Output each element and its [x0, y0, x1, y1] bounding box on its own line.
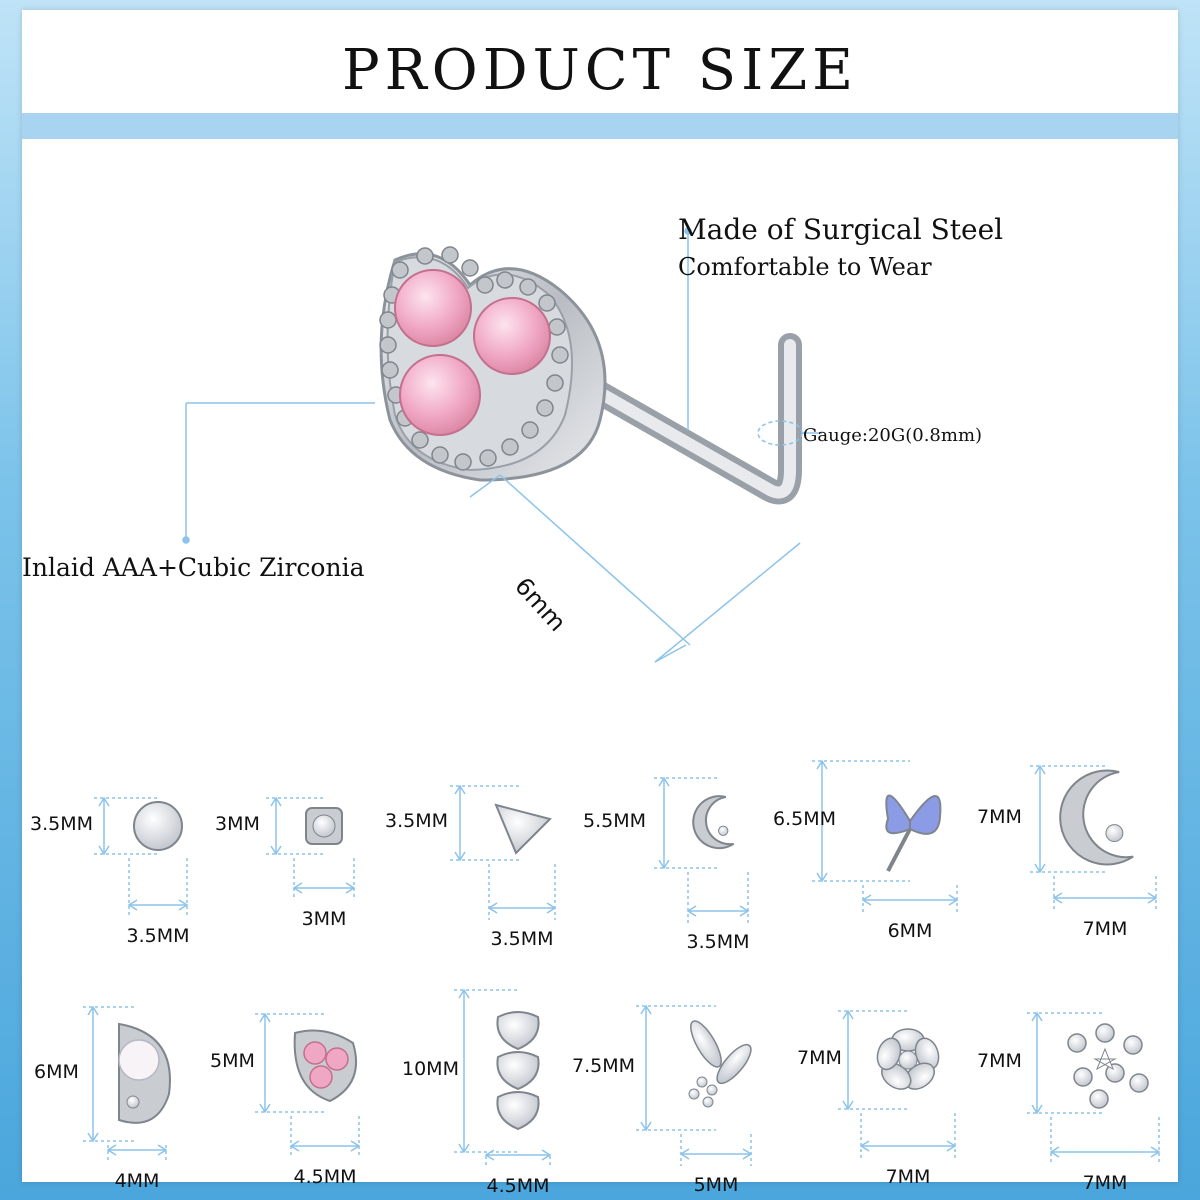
pink-gem-bottom: [399, 354, 481, 436]
dimension-lines: [1030, 764, 1158, 910]
height-label: 7MM: [977, 806, 1022, 828]
title-underline-bar: [22, 113, 1178, 139]
dimension-lines: [266, 796, 356, 900]
star-flower-stud-icon: [266, 796, 356, 900]
height-label: 5MM: [210, 1050, 255, 1072]
height-label: 7MM: [977, 1050, 1022, 1072]
width-label: 4.5MM: [293, 1166, 357, 1188]
dimension-lines: [450, 784, 557, 920]
height-label: 5.5MM: [583, 810, 647, 832]
crescent-moon-stud-icon: [1030, 764, 1158, 910]
moon-stud-icon: [654, 776, 750, 923]
dimension-lines: [1027, 1011, 1161, 1164]
height-label: 6.5MM: [773, 808, 837, 830]
width-label: 5MM: [693, 1174, 739, 1196]
width-label: 4MM: [114, 1170, 160, 1192]
callout-lines: [182, 227, 822, 663]
cluster-star-stud-icon: [1027, 1011, 1161, 1164]
dimension-lines: [454, 988, 552, 1167]
height-label: 3.5MM: [30, 813, 94, 835]
dimension-lines: [94, 796, 189, 917]
dimension-lines: [255, 1012, 361, 1158]
marquise-butterfly-stud-icon: [636, 1004, 753, 1166]
pink-heart-stud-icon: [255, 1012, 361, 1158]
heart-stud-head: [379, 246, 607, 482]
height-label: 3.5MM: [385, 810, 449, 832]
dimension-lines: [654, 776, 750, 923]
star-stud-icon: [450, 784, 557, 920]
width-label: 3.5MM: [686, 931, 750, 953]
pink-gem-right: [473, 297, 551, 375]
dimension-lines: [636, 1004, 753, 1166]
butterfly-stud-icon: [812, 759, 959, 912]
opal-teardrop-stud-icon: [83, 1005, 171, 1162]
width-label: 3.5MM: [126, 925, 190, 947]
height-label: 7MM: [797, 1047, 842, 1069]
dimension-lines: [838, 1009, 957, 1158]
dimension-lines: [83, 1005, 168, 1162]
inlaid-label: Inlaid AAA+Cubic Zirconia: [22, 553, 365, 582]
height-label: 3MM: [215, 813, 260, 835]
dimension-lines: [812, 759, 959, 912]
white-panel: PRODUCT SIZE: [22, 10, 1178, 1182]
width-label: 7MM: [885, 1166, 931, 1188]
width-label: 3MM: [301, 908, 347, 930]
l-shaped-post: [548, 333, 802, 505]
pink-gem-top-left: [394, 269, 472, 347]
height-label: 6MM: [34, 1061, 79, 1083]
page-title: PRODUCT SIZE: [341, 38, 859, 103]
round-stud-icon: [94, 796, 189, 917]
width-label: 7MM: [1082, 918, 1128, 940]
double-heart-stud-icon: [454, 988, 552, 1167]
height-label: 7.5MM: [572, 1055, 636, 1077]
feature-surgical-steel: Made of Surgical Steel: [678, 213, 1004, 246]
gauge-label: Gauge:20G(0.8mm): [803, 425, 983, 446]
flower-stud-icon: [838, 1009, 957, 1158]
width-label: 4.5MM: [486, 1175, 550, 1197]
height-label: 10MM: [402, 1058, 459, 1080]
width-label: 6MM: [887, 920, 933, 942]
width-label: 3.5MM: [490, 928, 554, 950]
feature-comfortable: Comfortable to Wear: [678, 253, 932, 281]
width-label: 7MM: [1082, 1172, 1128, 1194]
